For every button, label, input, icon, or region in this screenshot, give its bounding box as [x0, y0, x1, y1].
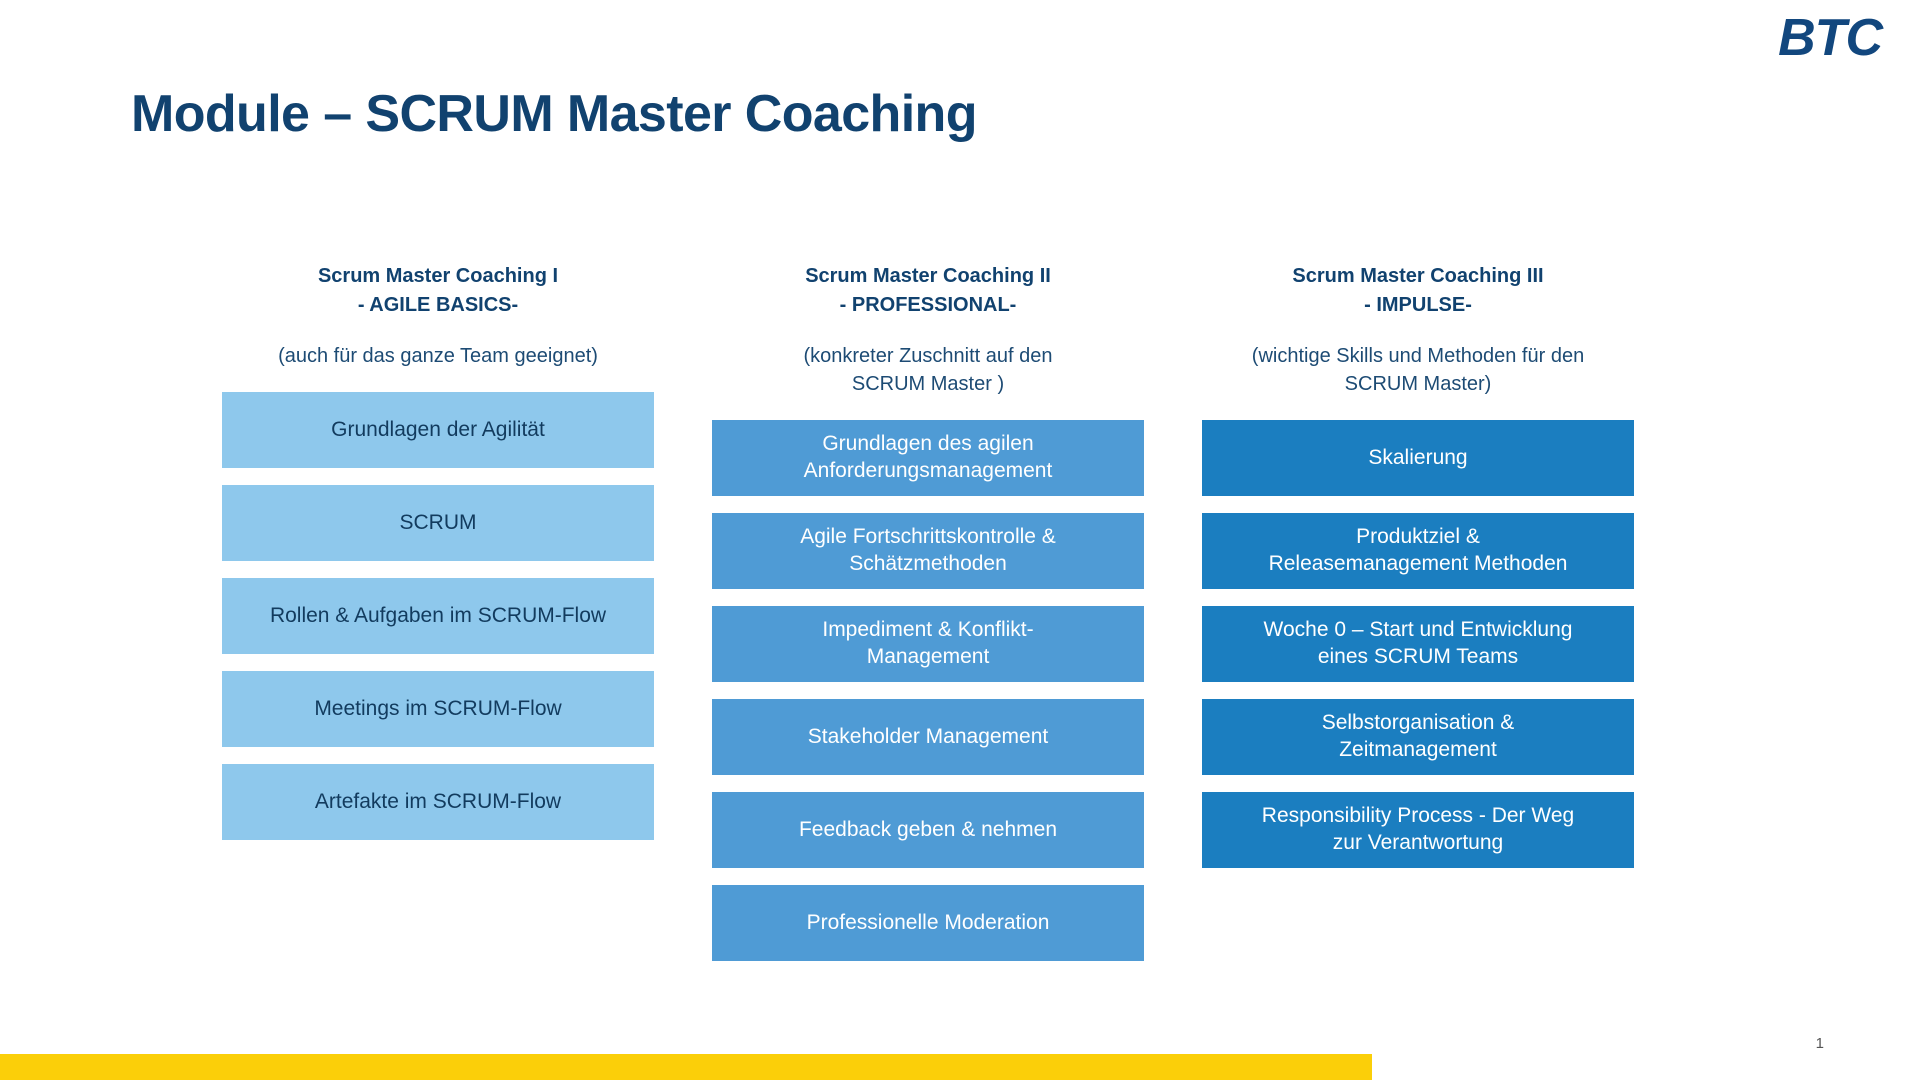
module-box[interactable]: Meetings im SCRUM-Flow: [222, 671, 654, 747]
module-box[interactable]: Grundlagen des agilen Anforderungsmanage…: [712, 420, 1144, 496]
footer-accent-bar: [0, 1054, 1372, 1080]
module-box[interactable]: Selbstorganisation & Zeitmanagement: [1202, 699, 1634, 775]
module-box[interactable]: Skalierung: [1202, 420, 1634, 496]
column-scrum-master-coaching-2: Scrum Master Coaching II - PROFESSIONAL-…: [712, 262, 1144, 978]
module-box-list: Grundlagen des agilen Anforderungsmanage…: [712, 420, 1144, 978]
module-columns: Scrum Master Coaching I - AGILE BASICS- …: [0, 262, 1920, 978]
module-box[interactable]: Grundlagen der Agilität: [222, 392, 654, 468]
column-heading: Scrum Master Coaching III - IMPULSE-: [1292, 265, 1544, 316]
column-subtitle: (konkreter Zuschnitt auf den SCRUM Maste…: [803, 345, 1053, 395]
module-box[interactable]: Produktziel & Releasemanagement Methoden: [1202, 513, 1634, 589]
module-box[interactable]: Rollen & Aufgaben im SCRUM-Flow: [222, 578, 654, 654]
column-scrum-master-coaching-3: Scrum Master Coaching III - IMPULSE- (wi…: [1202, 262, 1634, 978]
column-heading: Scrum Master Coaching I - AGILE BASICS-: [317, 265, 559, 316]
module-box-list: Skalierung Produktziel & Releasemanageme…: [1202, 420, 1634, 885]
page-number: 1: [1815, 1035, 1824, 1052]
module-box[interactable]: Feedback geben & nehmen: [712, 792, 1144, 868]
module-box[interactable]: Agile Fortschrittskontrolle & Schätzmeth…: [712, 513, 1144, 589]
module-box[interactable]: Professionelle Moderation: [712, 885, 1144, 961]
module-box[interactable]: Artefakte im SCRUM-Flow: [222, 764, 654, 840]
btc-logo: BTC: [1778, 9, 1883, 67]
column-subtitle: (wichtige Skills und Methoden für den SC…: [1251, 345, 1585, 395]
column-subtitle: (auch für das ganze Team geeignet): [278, 345, 598, 367]
module-box[interactable]: Responsibility Process - Der Weg zur Ver…: [1202, 792, 1634, 868]
module-box[interactable]: Stakeholder Management: [712, 699, 1144, 775]
module-box[interactable]: Woche 0 – Start und Entwicklung eines SC…: [1202, 606, 1634, 682]
module-box[interactable]: Impediment & Konflikt- Management: [712, 606, 1144, 682]
module-box-list: Grundlagen der Agilität SCRUM Rollen & A…: [222, 392, 654, 857]
page-title: Module – SCRUM Master Coaching: [131, 85, 977, 143]
module-box[interactable]: SCRUM: [222, 485, 654, 561]
column-scrum-master-coaching-1: Scrum Master Coaching I - AGILE BASICS- …: [222, 262, 654, 978]
column-heading: Scrum Master Coaching II - PROFESSIONAL-: [805, 265, 1051, 316]
